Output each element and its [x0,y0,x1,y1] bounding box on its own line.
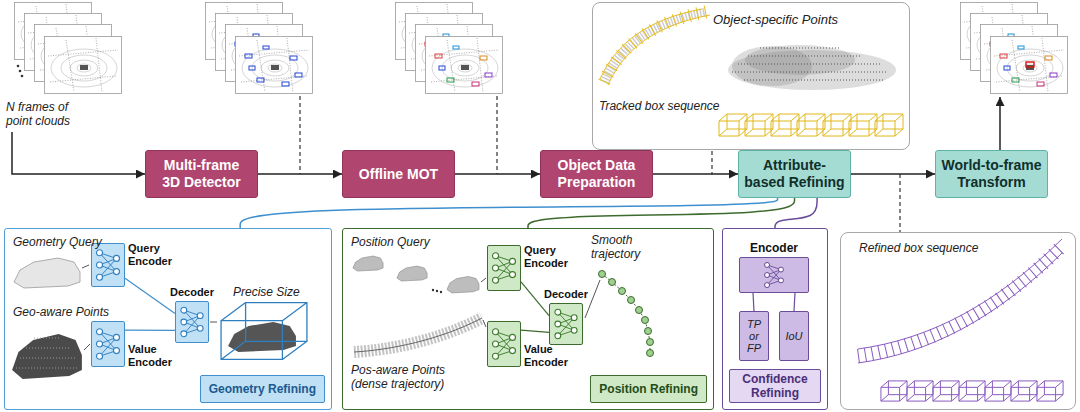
encoder-block: Query Encoder [91,243,125,287]
decoder-block: Decoder [549,303,583,345]
connector [125,330,175,331]
detection-stack [206,3,313,94]
position-art [353,256,654,357]
caption-text: Pos-aware Points (dense trajectory) [351,363,481,391]
block-label: Query Encoder [128,242,182,268]
block-label: Decoder [544,288,588,301]
object-data-panel: Object-specific PointsTracked box sequen… [592,2,910,150]
tracked-trajectory [600,9,710,85]
box-label: Offline MOT [359,166,438,183]
module-panel: Encoder TP or FP IoU Confidence Refining [722,228,828,410]
box-label: Object Data Preparation [551,157,642,191]
connector [521,330,549,332]
block-label: Value Encoder [524,343,578,369]
caption-text: Position Query [351,235,430,249]
head-label: TP or FP [744,318,764,354]
caption-text: Geo-aware Points [13,305,109,319]
connector [258,173,342,175]
connector [753,293,754,311]
connector [851,173,935,175]
encoder-block: Value Encoder [487,321,521,367]
box-label: World-to-frame Transform [940,157,1043,191]
caption-text: Refined box sequence [859,241,978,255]
dashed-leaders [300,96,900,232]
process-box: Offline MOT [342,150,455,198]
network-icon [740,258,808,292]
network-icon [488,322,520,366]
module-panel: Query EncoderValue EncoderDecoderPositio… [342,228,714,410]
process-box: Attribute-based Refining [738,150,851,198]
caption-text: Object-specific Points [713,13,838,27]
connector [455,173,540,175]
block-label: Encoder [750,242,798,255]
block-label: Query Encoder [524,244,578,270]
decoder-block: Decoder [175,301,209,343]
connector [794,293,795,311]
output-stack [961,3,1068,94]
block-label: Decoder [170,286,214,299]
encoder-block: Value Encoder [91,321,125,367]
caption-text: Geometry Query [13,235,102,249]
refined-trajectory [858,239,1062,363]
caption-text: Tracked box sequence [599,99,720,113]
network-icon [488,246,520,290]
process-box: Object Data Preparation [540,150,653,198]
point-cloud-stack [15,3,122,94]
network-icon [92,322,124,366]
process-box: World-to-frame Transform [935,150,1048,198]
box-label: Multi-frame 3D Detector [156,157,247,191]
connector [240,198,777,228]
caption-text: Precise Size [233,285,300,299]
encoder-block: Query Encoder [487,245,521,291]
box-label: Attribute-based Refining [743,157,846,191]
tracked-box-row [719,114,903,136]
refined-box-row [881,381,1063,401]
tracking-stack [396,3,503,94]
output-head: IoU [779,311,809,361]
encoder-block: Encoder [739,257,809,293]
process-box: Multi-frame 3D Detector [145,150,258,198]
connector [653,173,738,175]
panel-heading: Geometry Refining [200,375,325,403]
refined-panel: Refined box sequence [840,232,1076,410]
geometry-art [12,258,307,379]
connector [775,198,817,228]
module-panel: Query EncoderValue EncoderDecoderGeometr… [4,228,332,410]
panel-heading: Confidence Refining [729,369,821,403]
network-icon [92,244,124,286]
object-points [728,45,896,90]
network-icon [550,304,582,344]
connector [125,278,175,313]
caption-text: N frames of point clouds [6,100,88,128]
panel-heading: Position Refining [590,375,707,403]
output-head: TP or FP [739,311,769,361]
head-label: IoU [785,330,802,342]
network-icon [176,302,208,342]
caption-text: Smooth trajectory [591,233,661,261]
block-label: Value Encoder [128,343,182,369]
connector [528,198,795,228]
